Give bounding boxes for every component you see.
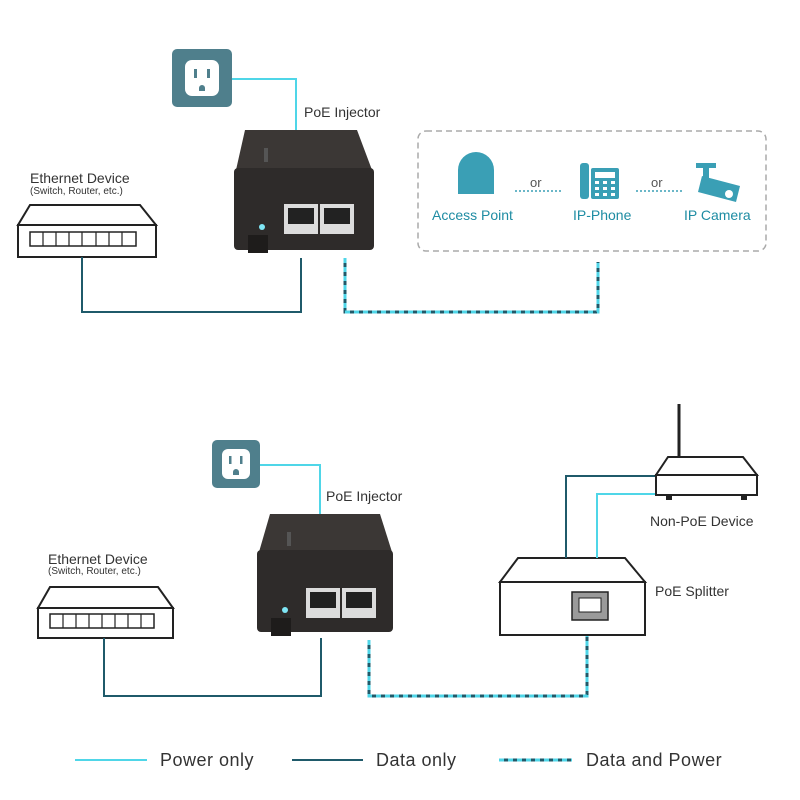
ethernet-device-title: Ethernet Device	[30, 170, 130, 186]
or-label: or	[530, 175, 542, 190]
or-label: or	[651, 175, 663, 190]
ip-phone-icon	[580, 163, 619, 199]
power-outlet-icon	[172, 49, 232, 107]
data-only-line	[81, 257, 302, 313]
ethernet-switch-device	[16, 204, 159, 258]
poe-devices-box	[417, 130, 767, 252]
data-power-line	[343, 258, 600, 314]
legend-data-only-label: Data only	[376, 750, 457, 770]
poe-splitter-label: PoE Splitter	[655, 583, 729, 599]
injector-label: PoE Injector	[304, 104, 381, 120]
ip-phone-label: IP-Phone	[573, 207, 632, 223]
poe-injector-device	[234, 130, 374, 253]
poe-injector-device	[257, 514, 393, 636]
router-icon	[654, 404, 760, 500]
poe-splitter-device	[498, 557, 648, 636]
access-point-label: Access Point	[432, 207, 513, 223]
access-point-icon	[458, 152, 494, 194]
legend-power-only-label: Power only	[160, 750, 255, 770]
ip-camera-icon	[696, 163, 740, 202]
ethernet-device-title: Ethernet Device	[48, 551, 148, 567]
ip-camera-label: IP Camera	[684, 207, 751, 223]
power-outlet-icon	[212, 440, 260, 488]
non-poe-device-label: Non-PoE Device	[650, 513, 754, 529]
ethernet-device-subtitle: (Switch, Router, etc.)	[30, 186, 123, 197]
ethernet-device-subtitle: (Switch, Router, etc.)	[48, 566, 141, 577]
power-only-line	[232, 78, 297, 130]
ethernet-switch-device	[36, 586, 175, 639]
data-only-line	[565, 475, 658, 558]
data-power-line	[367, 636, 589, 698]
injector-label: PoE Injector	[326, 488, 403, 504]
data-only-line	[103, 638, 322, 697]
power-only-line	[596, 493, 658, 558]
legend-data-power-label: Data and Power	[586, 750, 723, 770]
power-only-line	[260, 464, 321, 514]
